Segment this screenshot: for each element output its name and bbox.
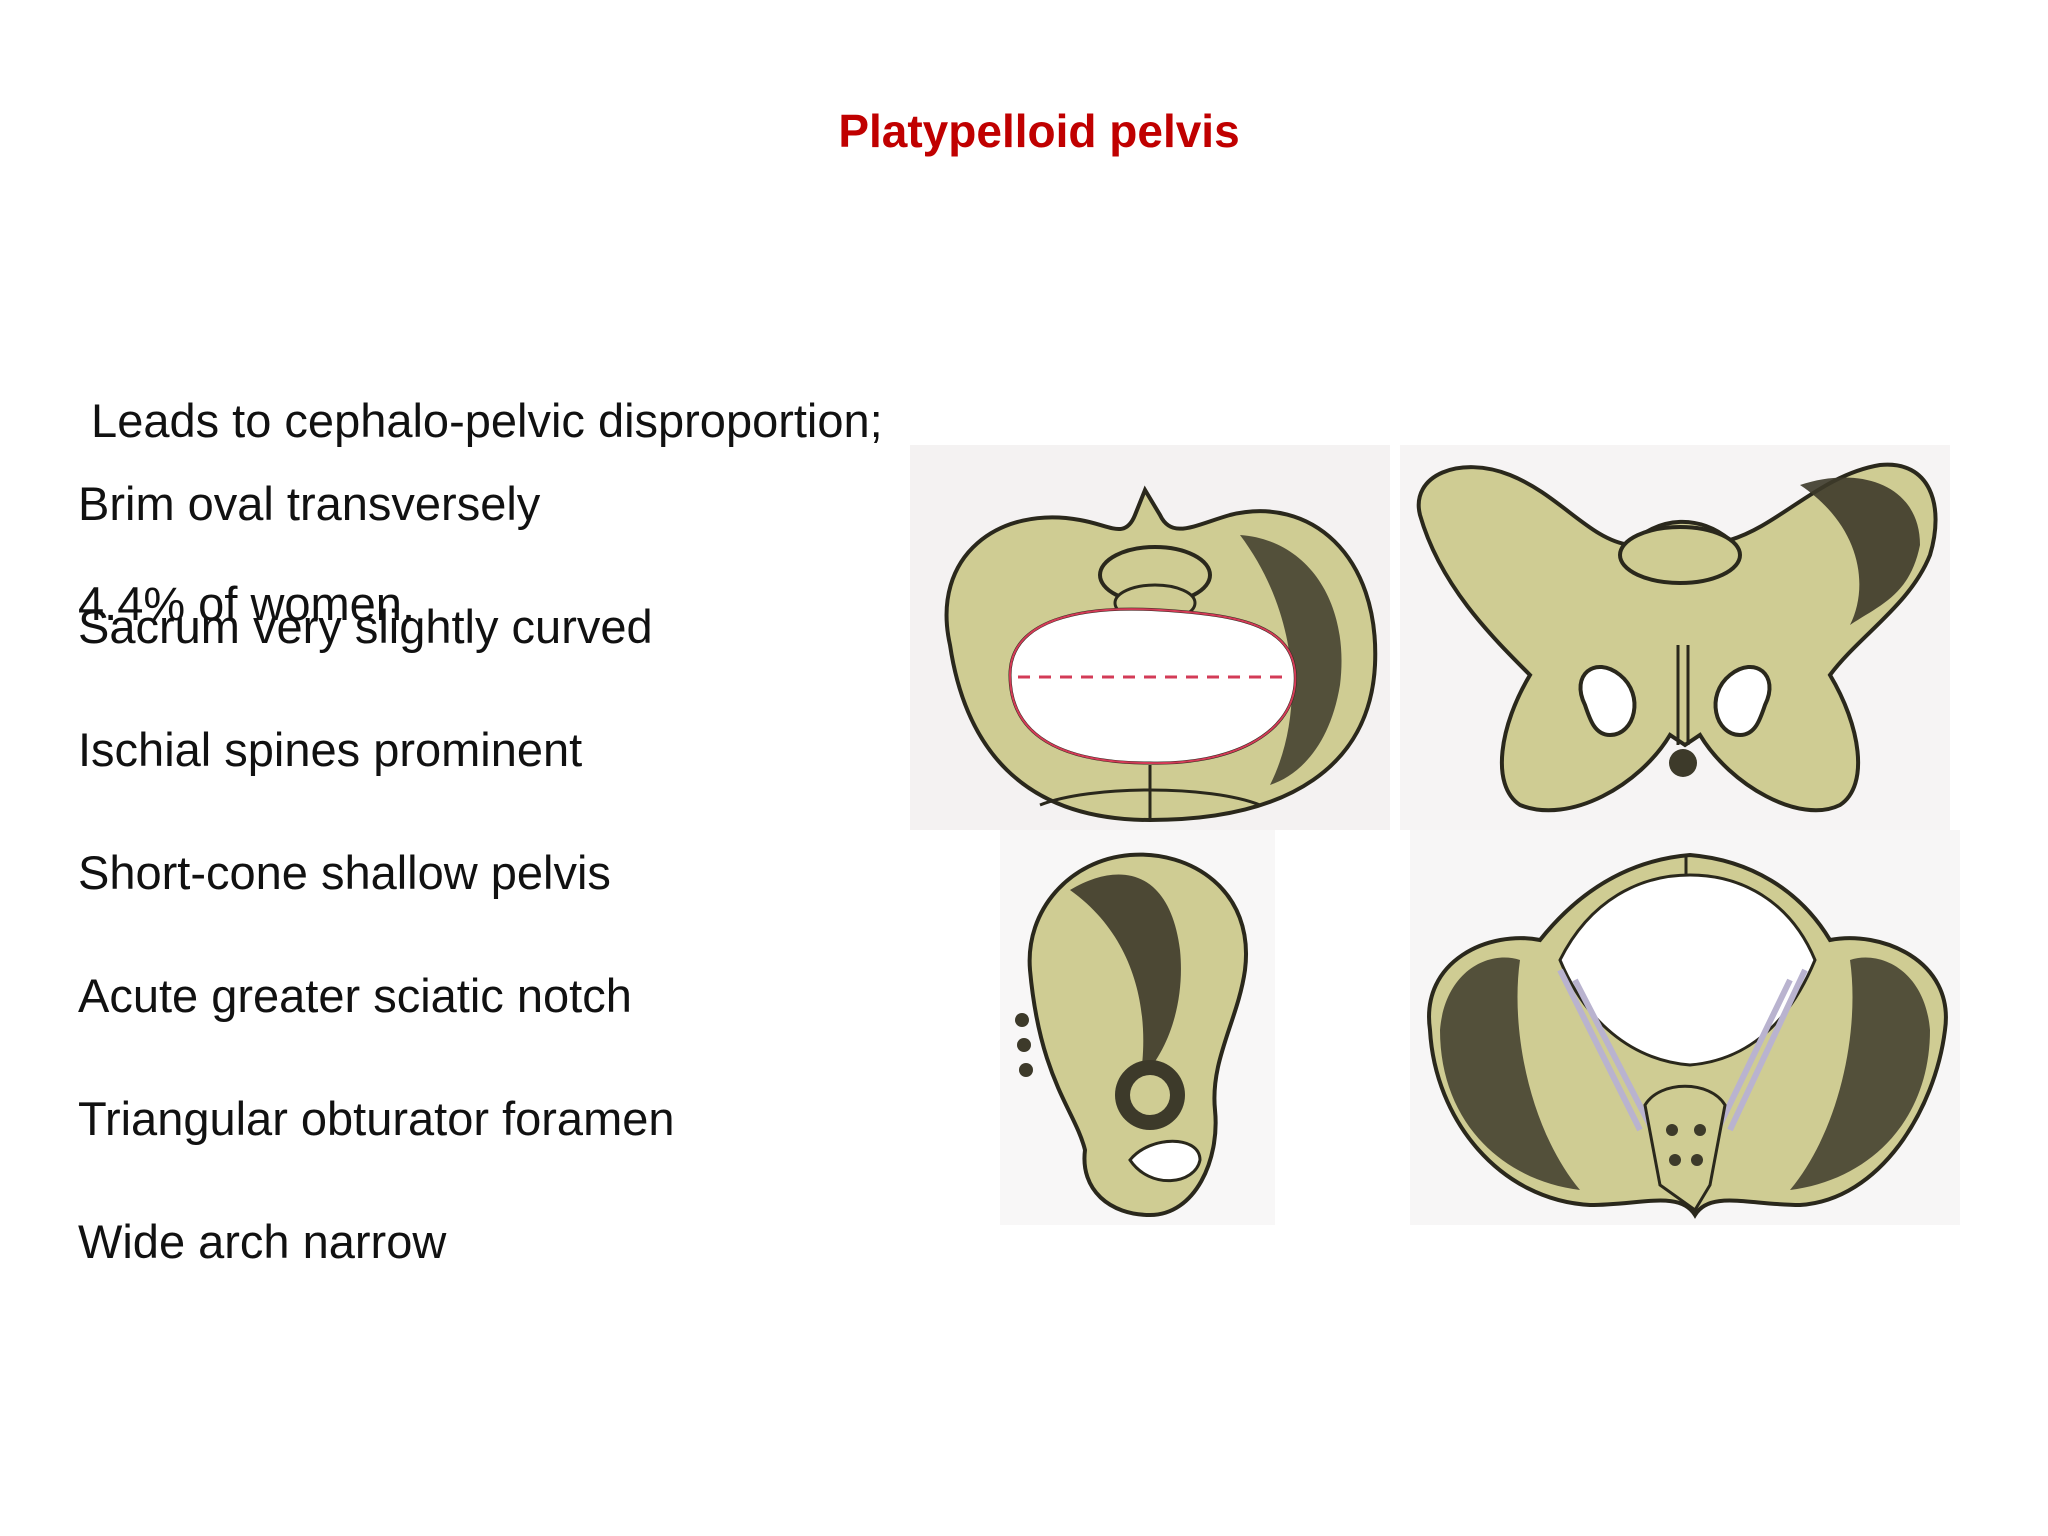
list-item: Wide arch narrow: [78, 1215, 447, 1268]
pelvis-illustration: [910, 445, 1960, 1225]
pelvis-inferior-view-icon: [1410, 830, 1960, 1225]
intro-text: Leads to cephalo-pelvic disproportion; 4…: [78, 268, 883, 756]
hip-bone-lateral-view-icon: [1000, 830, 1275, 1225]
list-item: Brim oval transversely: [78, 477, 541, 530]
intro-line: 4.4% of women.: [78, 577, 416, 630]
list-item: Acute greater sciatic notch: [78, 969, 632, 1022]
pelvis-anterior-view-icon: [1400, 445, 1950, 830]
slide-title: Platypelloid pelvis: [838, 105, 1240, 157]
feature-list: Brim oval transversely Sacrum very sligh…: [78, 472, 675, 1333]
list-item: Triangular obturator foramen: [78, 1092, 675, 1145]
intro-line: Leads to cephalo-pelvic disproportion;: [78, 394, 883, 447]
list-item: Short-cone shallow pelvis: [78, 846, 611, 899]
pelvis-superior-view-icon: [910, 445, 1390, 830]
list-item: Sacrum very slightly curved: [78, 600, 653, 653]
list-item: Ischial spines prominent: [78, 723, 583, 776]
